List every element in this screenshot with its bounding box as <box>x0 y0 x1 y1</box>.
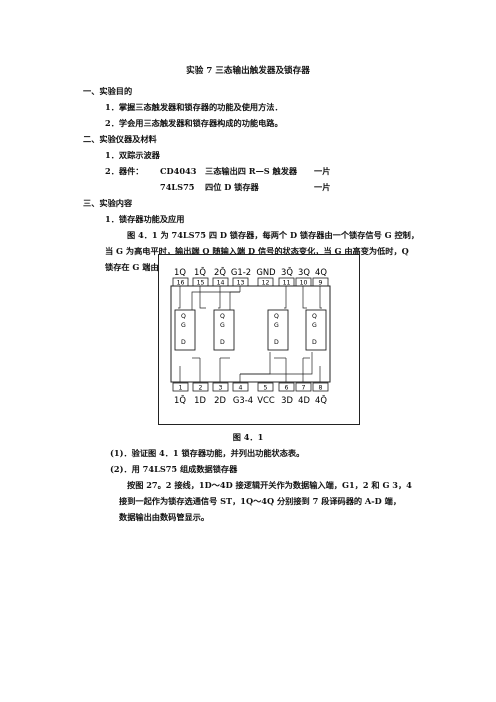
step-2-paragraph-line: 数据输出由数码管显示。 <box>119 512 210 522</box>
top-pin-number: 12 <box>262 280 270 287</box>
step-2-paragraph-line: 接到一起作为锁存选通信号 ST，1Q～4Q 分别接到 7 段译码器的 A-D 端… <box>119 496 402 506</box>
top-pin-number: 16 <box>177 280 185 287</box>
top-pin-label: 3Q̄ <box>281 266 293 277</box>
svg-text:G: G <box>312 322 317 329</box>
bottom-pin-number: 2 <box>199 385 203 392</box>
bottom-pin-box <box>295 382 312 392</box>
bottom-pin-box <box>212 382 229 392</box>
top-pin-label: 1Q <box>174 267 186 277</box>
d-latch-block <box>213 309 235 351</box>
svg-text:D: D <box>220 339 225 346</box>
bottom-pin-box <box>172 382 189 392</box>
part-quantity: 一片 <box>314 166 331 176</box>
equipment-item-2-label: 2．器件： <box>105 166 144 176</box>
bottom-pin-label: 2D <box>214 395 226 405</box>
latch-pinout-diagram: 1Q 1Q̄ 2Q̄ G1-2 GND 3Q̄ 3Q 4Q 16 15 14 1… <box>170 266 331 405</box>
bottom-pin-label: 1Q̄ <box>174 394 186 405</box>
bottom-pin-box <box>192 382 209 392</box>
bottom-pin-number: 8 <box>319 385 323 392</box>
d-latch-block <box>305 309 327 351</box>
bottom-pin-label: 3D <box>281 395 293 405</box>
top-pin-number: 13 <box>237 280 245 287</box>
bottom-pin-number: 1 <box>179 385 183 392</box>
svg-text:Q: Q <box>181 313 186 320</box>
bottom-pin-label: 4D <box>298 395 310 405</box>
bottom-pin-box <box>232 382 249 392</box>
equipment-item-1: 1．双踪示波器 <box>105 150 160 160</box>
step-2-paragraph-line: 按图 27。2 接线，1D～4D 接逻辑开关作为数据输入端，G1，2 和 G 3… <box>127 480 412 490</box>
d-latch-block <box>174 309 196 351</box>
part-number: CD4043 <box>160 166 197 176</box>
bottom-pin-label: VCC <box>257 395 275 405</box>
purpose-item-2: 2．学会用三态触发器和锁存器构成的功能电路。 <box>105 118 283 128</box>
svg-text:D: D <box>312 339 317 346</box>
top-pin-label: G1-2 <box>231 267 251 277</box>
bottom-pin-label: 1D <box>194 395 206 405</box>
top-pin-label: 2Q̄ <box>214 266 226 277</box>
part-number: 74LS75 <box>160 182 195 192</box>
bottom-pin-number: 7 <box>302 385 306 392</box>
top-pin-number: 15 <box>197 280 205 287</box>
svg-text:Q: Q <box>312 313 317 320</box>
svg-text:Q: Q <box>220 313 225 320</box>
figure-caption: 图 4．1 <box>232 432 264 442</box>
bottom-pin-box <box>278 382 295 392</box>
top-pin-label: GND <box>256 267 275 277</box>
bottom-pin-box <box>312 382 329 392</box>
top-pin-label: 4Q <box>315 267 327 277</box>
page-title: 实验 7 三态输出触发器及锁存器 <box>186 66 310 76</box>
svg-text:G: G <box>220 322 225 329</box>
section-heading-content: 三、实验内容 <box>83 198 133 208</box>
svg-text:D: D <box>274 339 279 346</box>
section-heading-purpose: 一、实验目的 <box>83 86 133 96</box>
bottom-pin-number: 4 <box>239 385 243 392</box>
svg-text:G: G <box>181 322 186 329</box>
part-description: 四位 D 锁存器 <box>205 182 259 192</box>
top-pin-label: 1Q̄ <box>194 266 206 277</box>
d-latch-block <box>267 309 289 351</box>
top-pin-number: 10 <box>300 280 308 287</box>
top-pin-number: 11 <box>283 280 291 287</box>
bottom-pin-box <box>257 382 274 392</box>
bottom-pin-label: 4Q̄ <box>315 394 327 405</box>
part-description: 三态输出四 R—S 触发器 <box>205 166 298 176</box>
bottom-pin-label: G3-4 <box>233 395 253 405</box>
top-pin-number: 9 <box>319 280 323 287</box>
bottom-pin-number: 5 <box>264 385 268 392</box>
svg-text:G: G <box>274 322 279 329</box>
top-pin-number: 14 <box>217 280 225 287</box>
step-2: (2)．用 74LS75 组成数据锁存器 <box>110 464 238 474</box>
step-1: (1)．验证图 4．1 锁存器功能，并列出功能状态表。 <box>110 448 305 458</box>
bottom-pin-number: 6 <box>285 385 289 392</box>
section-heading-equipment: 二、实验仪器及材料 <box>83 134 157 144</box>
purpose-item-1: 1．掌握三态触发器和锁存器的功能及使用方法． <box>105 102 283 112</box>
bottom-pin-number: 3 <box>219 385 223 392</box>
ic-body <box>170 285 331 383</box>
content-item-1: 1．锁存器功能及应用 <box>105 214 185 224</box>
content-paragraph-line: 图 4．1 为 74LS75 四 D 锁存器，每两个 D 锁存器由一个锁存信号 … <box>127 230 420 240</box>
svg-text:D: D <box>181 339 186 346</box>
svg-text:Q: Q <box>274 313 279 320</box>
part-quantity: 一片 <box>314 182 331 192</box>
content-paragraph-line: 当 G 为高电平时，输出端 Q 随输入端 D 信号的状态变化，当 G 由高变为低… <box>105 246 409 256</box>
top-pin-label: 3Q <box>298 267 310 277</box>
